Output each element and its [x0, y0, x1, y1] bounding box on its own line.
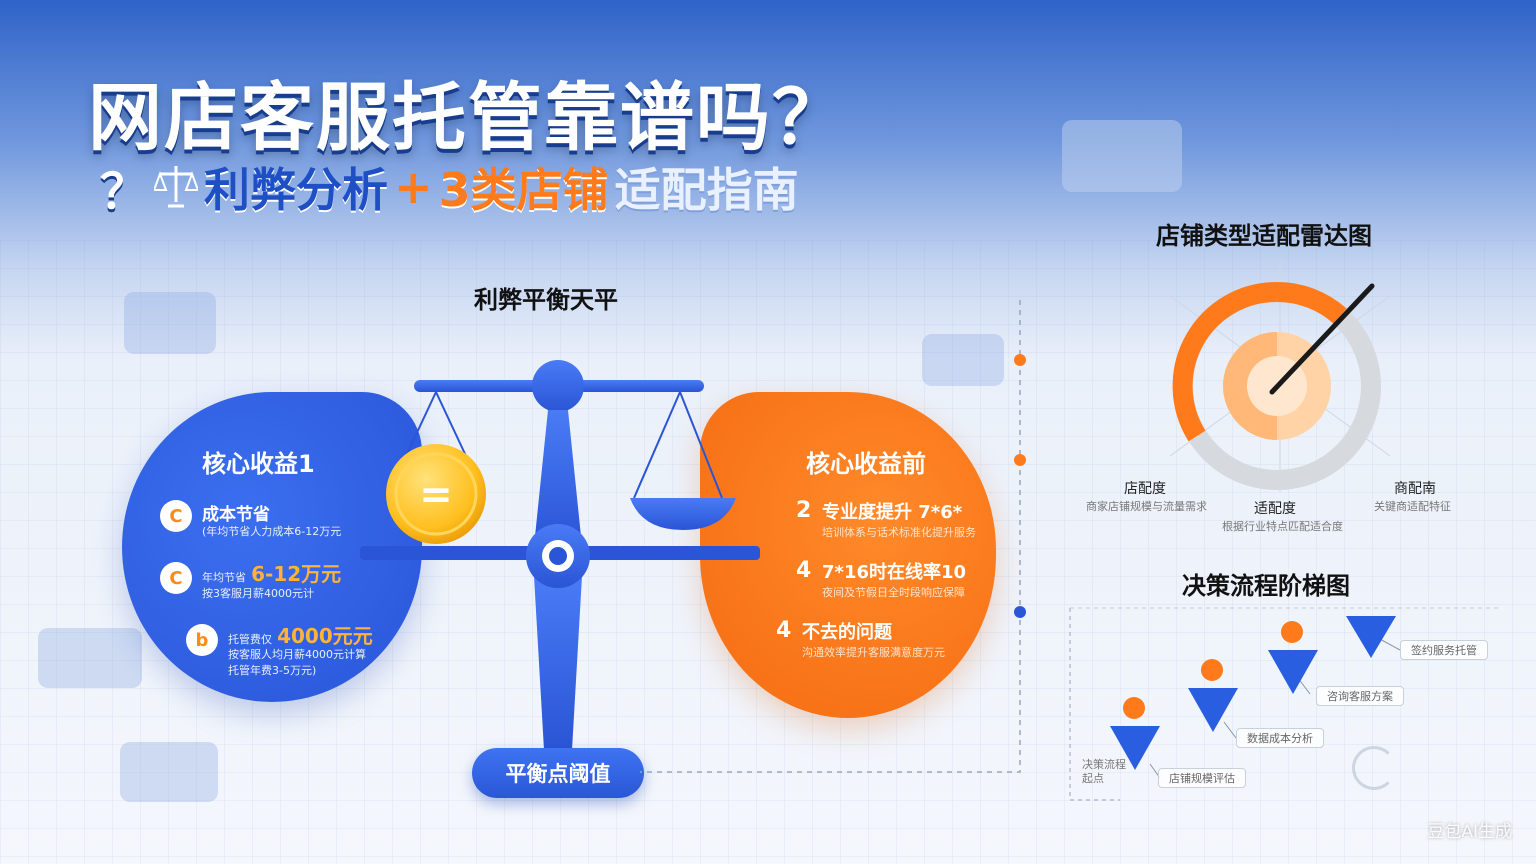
chat-bubble-icon: [38, 628, 142, 688]
benefit-item-sub: 按客服人均月薪4000元计算: [228, 648, 366, 661]
benefit-item-main: 年均节省 6-12万元: [202, 562, 342, 586]
connector-lines: [640, 300, 1026, 773]
saving-icon: C: [160, 562, 192, 594]
risk-item-number: 4: [776, 618, 792, 643]
fee-icon: b: [186, 624, 218, 656]
benefit-item-main: 托管费仅 4000元元: [228, 624, 373, 648]
refresh-icon: [1352, 746, 1396, 790]
radar-sub-label: 商家店铺规模与流量需求: [1086, 500, 1207, 513]
radar-label: 店配度: [1124, 481, 1166, 497]
step-marker-1: [1110, 697, 1160, 770]
decision-start-label: 起点: [1082, 772, 1104, 785]
balance-title: 利弊平衡天平: [474, 286, 618, 314]
page-title: 网店客服托管靠谱吗？: [88, 75, 848, 161]
risk-item-number: 4: [796, 558, 812, 583]
document-icon: [1062, 120, 1182, 192]
benefit-item-main: 成本节省: [202, 505, 270, 525]
step-marker-4: [1346, 616, 1396, 658]
risk-item-number: 2: [796, 498, 812, 523]
decision-step-tag: 数据成本分析: [1236, 728, 1324, 748]
scale-icon: [154, 166, 199, 208]
balance-scale-icon: =: [360, 360, 760, 750]
decision-step-tag: 店铺规模评估: [1158, 768, 1246, 788]
risk-item-sub: 沟通效率提升客服满意度万元: [802, 646, 945, 659]
radar-label: 商配南: [1394, 481, 1436, 497]
subtitle-store-types: 3类店铺: [438, 163, 609, 217]
decision-start-label: 决策流程: [1082, 758, 1126, 771]
radar-sub-label: 根据行业特点匹配适合度: [1222, 520, 1343, 533]
benefits-title: 核心收益1: [202, 450, 315, 478]
subtitle-pros-cons: 利弊分析: [204, 163, 389, 217]
page-subtitle: ？ 利弊分析 + 3类店铺 适配指南: [100, 152, 799, 222]
cost-icon: C: [160, 500, 192, 532]
subtitle-plus: +: [394, 160, 433, 214]
decision-step-tag: 咨询客服方案: [1316, 686, 1404, 706]
watermark: 豆包AI生成: [1427, 822, 1512, 842]
risk-item-main: 不去的问题: [802, 622, 892, 643]
radar-title: 店铺类型适配雷达图: [1156, 222, 1372, 250]
coin-symbol: =: [419, 472, 453, 518]
radar-label: 适配度: [1254, 501, 1296, 517]
radar-gauge-icon: [1169, 260, 1391, 492]
chat-bubble-icon: [922, 334, 1004, 386]
benefit-item-sub: (年均节省人力成本6-12万元: [202, 525, 342, 538]
chat-bubble-icon: [120, 742, 218, 802]
decision-step-tag: 签约服务托管: [1400, 640, 1488, 660]
step-marker-3: [1268, 621, 1318, 694]
benefit-item-sub: 托管年费3-5万元): [228, 664, 317, 677]
subtitle-guide: 适配指南: [614, 163, 799, 217]
chat-bubble-icon: [124, 292, 216, 354]
risk-item-main: 专业度提升 7*6*: [822, 502, 963, 523]
risks-title: 核心收益前: [806, 450, 926, 478]
radar-sub-label: 关键商适配特征: [1374, 500, 1451, 513]
benefit-item-sub: 按3客服月薪4000元计: [202, 587, 314, 600]
risk-item-sub: 夜间及节假日全时段响应保障: [822, 586, 965, 599]
risk-item-main: 7*16时在线率10: [822, 562, 967, 583]
decision-title: 决策流程阶梯图: [1182, 572, 1350, 600]
threshold-button[interactable]: 平衡点阈值: [472, 748, 644, 798]
risk-item-sub: 培训体系与话术标准化提升服务: [822, 526, 976, 539]
step-marker-2: [1188, 659, 1238, 732]
question-icon: ？: [100, 164, 149, 220]
